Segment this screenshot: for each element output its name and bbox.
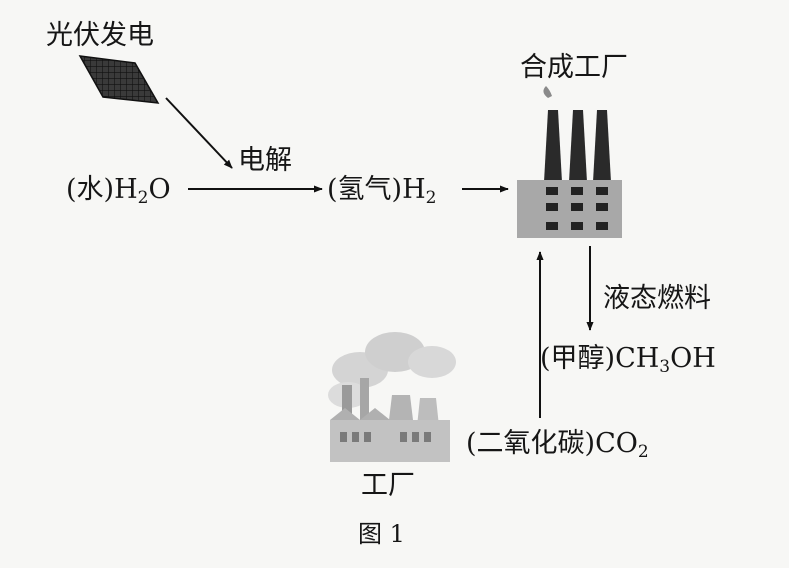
electrolysis-label: 电解 (238, 147, 292, 174)
liquid-fuel-label: 液态燃料 (603, 285, 711, 312)
arrow-solar-to-electrolysis (166, 98, 232, 168)
figure-caption: 图 1 (358, 522, 405, 546)
co2-label: (二氧化碳)CO2 (466, 430, 649, 457)
methanol-label: (甲醇)CH3OH (540, 345, 716, 372)
factory-label: 工厂 (361, 472, 415, 499)
hydrogen-label: (氢气)H2 (327, 176, 436, 203)
water-label: (水)H2O (66, 176, 171, 203)
synthesis-plant-label: 合成工厂 (520, 54, 628, 81)
industrial-factory-icon (328, 332, 456, 462)
photovoltaic-label: 光伏发电 (46, 22, 154, 49)
synthesis-factory-icon (517, 86, 622, 238)
solar-panel-icon (80, 56, 158, 103)
